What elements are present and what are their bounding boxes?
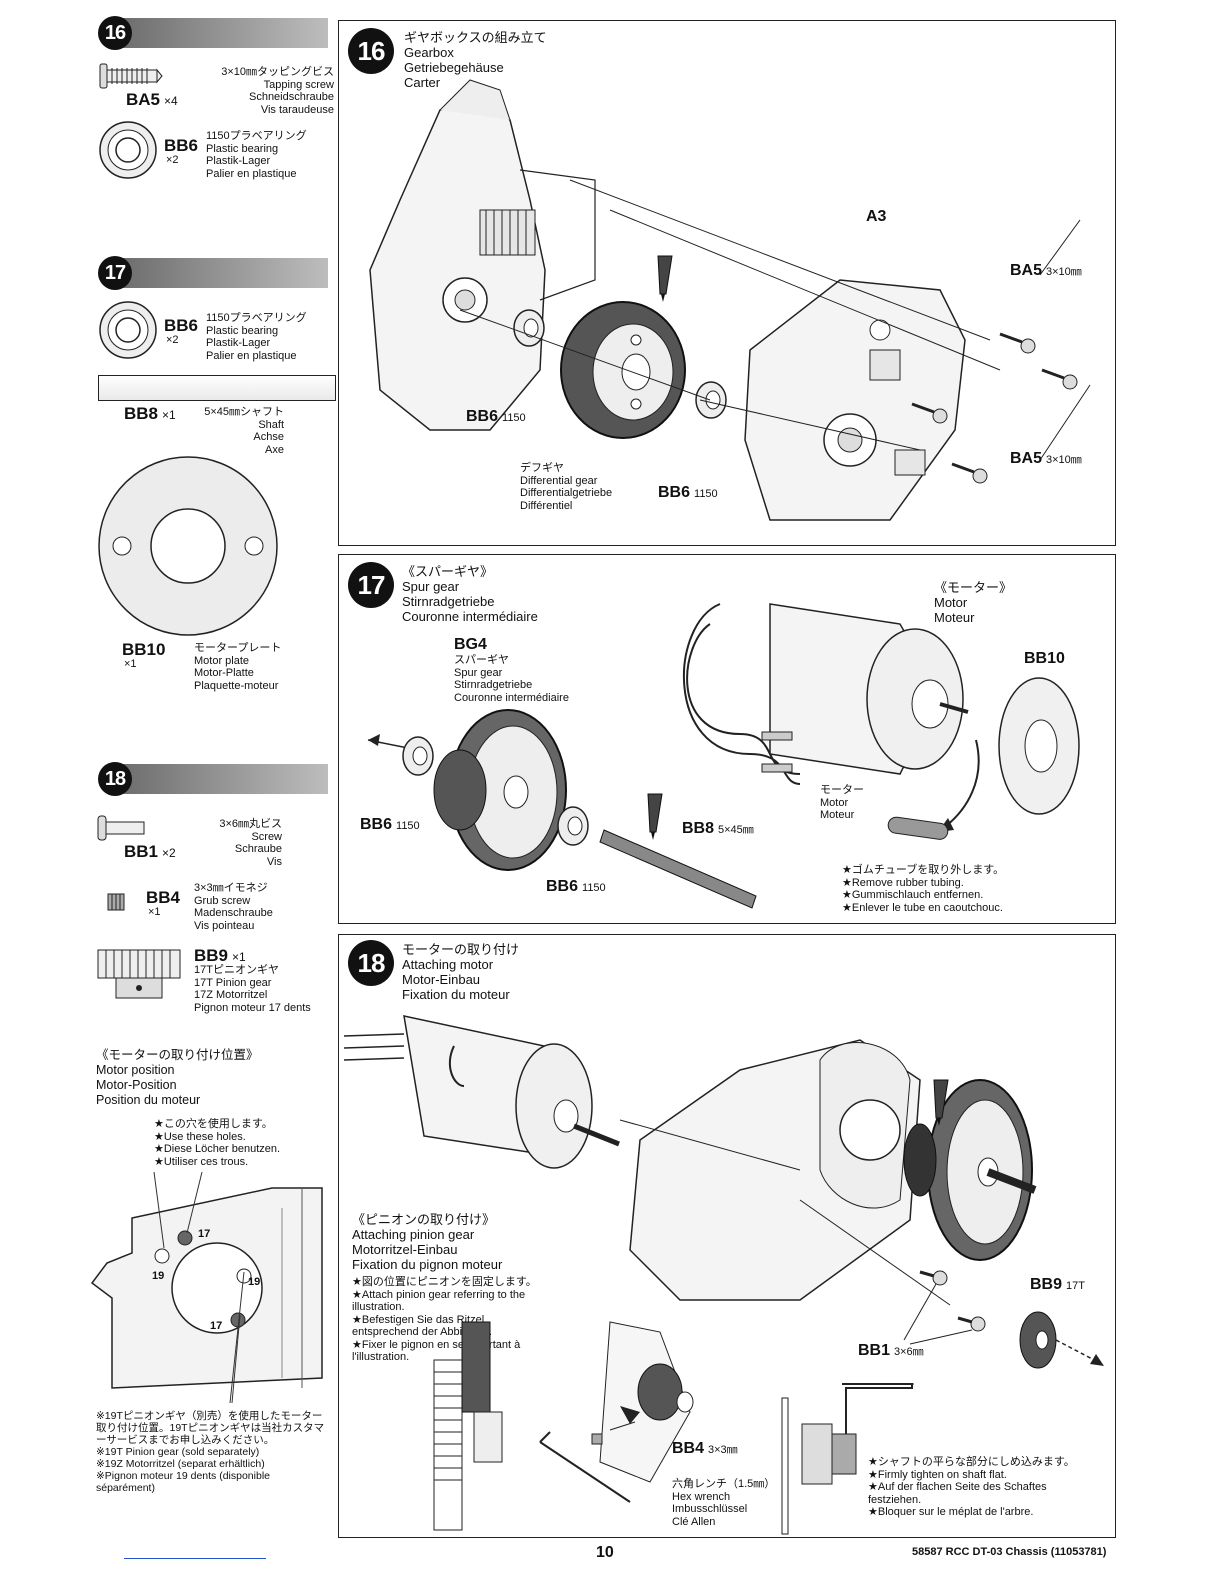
bb6-bearing-left-16 — [513, 309, 545, 347]
step17-badge: 17 — [98, 256, 132, 290]
bb1-screw-icon — [97, 815, 145, 841]
hole-19-right: 19 — [248, 1276, 261, 1288]
ba5-screw-icon — [99, 63, 163, 89]
bb1-screws-18 — [903, 1270, 986, 1345]
bb6-bearing-right-16 — [695, 381, 727, 419]
bb4-description: 3×3㎜イモネジ Grub screw Madenschraube Vis po… — [194, 882, 273, 932]
ba5-screws-16 — [911, 332, 1078, 484]
bb6-code-16: BB6 — [164, 136, 199, 155]
differential-gear-label: デフギヤ Differential gear Differentialgetri… — [520, 462, 613, 512]
shaft-flat-detail-illustration — [781, 1383, 914, 1535]
step17-panel-title: 《スパーギヤ》 Spur gear Stirnradgetriebe Couro… — [402, 564, 538, 624]
bb9-pinion-illustration-18 — [1019, 1311, 1104, 1369]
bb6-qty-17: ×2 — [166, 334, 179, 346]
step17-panel-badge: 17 — [348, 562, 394, 608]
bb6-qty-16: ×2 — [166, 154, 179, 166]
bb9-description: 17Tピニオンギヤ 17T Pinion gear 17Z Motorritze… — [194, 964, 311, 1014]
remove-tubing-note: ★ゴムチューブを取り外します。 ★Remove rubber tubing. ★… — [842, 864, 1005, 914]
grease-tube-icon-17 — [647, 793, 663, 840]
bb9-code: BB9×1 — [194, 946, 246, 965]
pinion-detail-illustration — [433, 1321, 694, 1531]
hole-17-top: 17 — [198, 1228, 211, 1240]
page-number: 10 — [596, 1544, 614, 1561]
hex-wrench-label: 六角レンチ（1.5㎜） Hex wrench Imbusschlüssel Cl… — [672, 1478, 776, 1528]
ba5-code: BA5×4 — [126, 90, 178, 109]
bb1-description: 3×6㎜丸ビス Screw Schraube Vis — [219, 818, 282, 868]
hole-19-left: 19 — [152, 1270, 165, 1282]
pinion-title: 《ピニオンの取り付け》 Attaching pinion gear Motorr… — [352, 1212, 503, 1272]
step18-bar — [112, 764, 328, 794]
bb6-description-17: 1150プラベアリング Plastic bearing Plastik-Lage… — [206, 312, 307, 362]
gearbox-left-half-illustration — [369, 79, 596, 431]
bb6-description-16: 1150プラベアリング Plastic bearing Plastik-Lage… — [206, 130, 307, 180]
motor-position-title: 《モーターの取り付け位置》 Motor position Motor-Posit… — [96, 1048, 259, 1107]
bb10-description: モータープレート Motor plate Motor-Platte Plaque… — [194, 642, 282, 692]
step18-badge: 18 — [98, 762, 132, 796]
product-code: 58587 RCC DT-03 Chassis (11053781) — [912, 1546, 1107, 1558]
bg4-label: BG4 — [454, 636, 487, 653]
bb8-shaft-icon — [98, 375, 336, 401]
motor-illustration-17 — [682, 603, 969, 785]
step16-panel-title: ギヤボックスの組み立て Gearbox Getriebegehäuse Cart… — [404, 30, 547, 90]
motor-plate-illustration-17 — [998, 677, 1080, 815]
motor-position-footnote: ※19Tピニオンギヤ（別売）を使用したモーター取り付け位置。19Tピニオンギヤは… — [96, 1410, 325, 1494]
motor-title: 《モーター》 Motor Moteur — [934, 580, 1013, 625]
rubber-tube-icon — [887, 739, 980, 840]
bg4-description: スパーギヤ Spur gear Stirnradgetriebe Couronn… — [454, 654, 569, 704]
bb1-code: BB1×2 — [124, 842, 176, 861]
motor-position-diagram — [90, 1171, 323, 1404]
shaft-illustration-17 — [599, 829, 757, 909]
step18-panel-title: モーターの取り付け Attaching motor Motor-Einbau F… — [402, 942, 520, 1002]
grease-tube-icon — [657, 255, 673, 302]
shaft-flat-note: ★シャフトの平らな部分にしめ込みます。 ★Firmly tighten on s… — [868, 1456, 1075, 1518]
bb10-qty: ×1 — [124, 658, 137, 670]
assembly-guide-lines-16 — [459, 179, 1091, 461]
gearbox-right-half-illustration — [744, 279, 966, 521]
motor-illustration-18 — [343, 1015, 620, 1169]
bb9-pinion-gear-icon — [97, 949, 181, 999]
bb8-code: BB8×1 — [124, 404, 176, 423]
step17-bar — [112, 258, 328, 288]
grease-tube-icon-18 — [933, 1079, 949, 1126]
step18-panel-badge: 18 — [348, 940, 394, 986]
step16-badge: 16 — [98, 16, 132, 50]
footer-rule — [124, 1558, 266, 1559]
bb6-code-17: BB6 — [164, 316, 199, 335]
bb4-code: BB4 — [146, 888, 181, 907]
hole-17-bottom: 17 — [210, 1320, 223, 1332]
spur-gear-illustration — [367, 709, 589, 871]
step16-bar — [112, 18, 328, 48]
ba5-description: 3×10㎜タッピングビス Tapping screw Schneidschrau… — [221, 66, 334, 116]
gearbox-assembly-18 — [619, 1039, 1037, 1306]
motor-label-17: モーター Motor Moteur — [820, 784, 864, 821]
step16-panel-badge: 16 — [348, 28, 394, 74]
a3-label: A3 — [866, 208, 887, 225]
motor-position-note: ★この穴を使用します。 ★Use these holes. ★Diese Löc… — [154, 1118, 281, 1168]
bb10-motor-plate-icon — [98, 456, 278, 636]
bb10-code: BB10 — [122, 640, 166, 659]
bb4-grub-screw-icon — [107, 893, 125, 911]
bb10-label-17: BB10 — [1024, 650, 1065, 667]
bb6-bearing-icon-17 — [99, 301, 157, 359]
bb6-bearing-icon — [99, 121, 157, 179]
bb8-description: 5×45㎜シャフト Shaft Achse Axe — [204, 406, 284, 456]
bb4-qty: ×1 — [148, 906, 161, 918]
